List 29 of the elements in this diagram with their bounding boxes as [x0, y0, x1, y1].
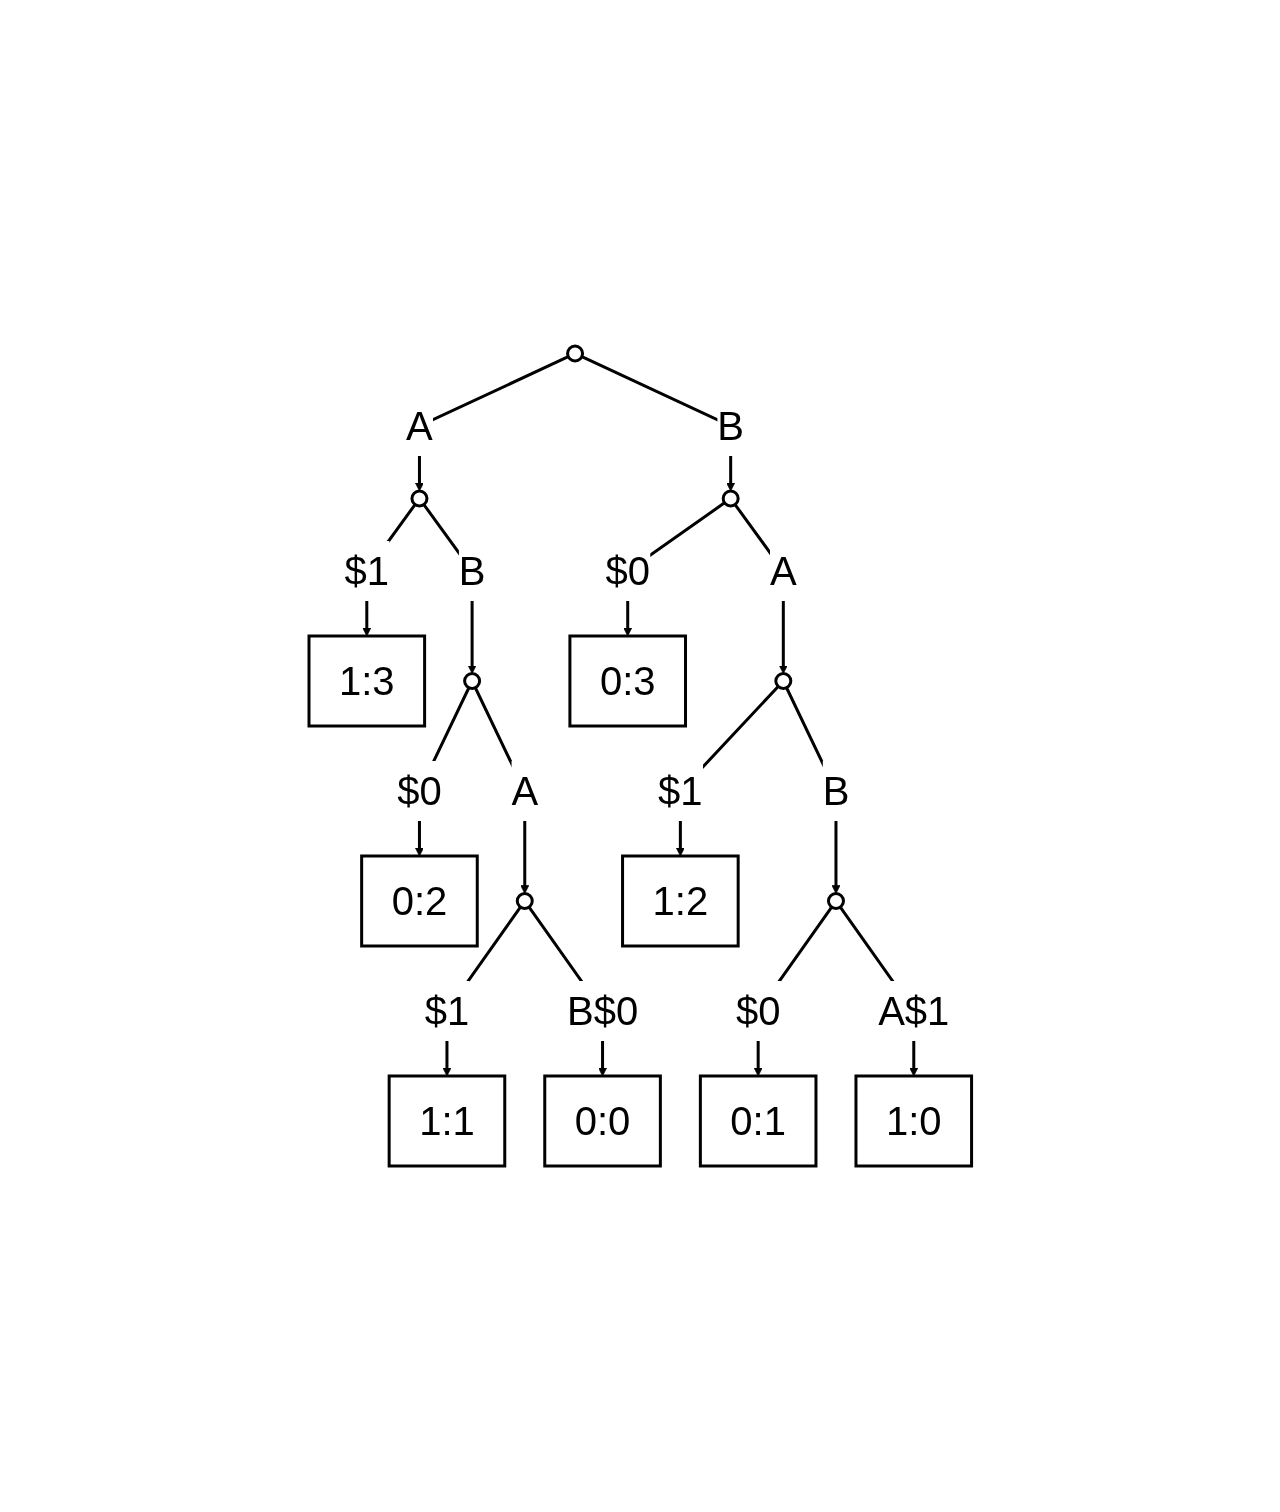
edge-label: B: [458, 549, 486, 593]
node-circle: [826, 892, 845, 910]
node-circle: [774, 672, 792, 690]
node-circle: [721, 489, 740, 508]
edge-label: B: [822, 769, 850, 813]
node-box: 0:1: [698, 1074, 818, 1168]
edge-label: A: [405, 404, 433, 449]
edge-label: $0: [605, 549, 650, 593]
node-box: 0:2: [359, 854, 479, 948]
node-box: 1:1: [387, 1074, 506, 1168]
node-box: 1:0: [854, 1074, 973, 1168]
edge-label: B$0: [566, 989, 638, 1033]
edge-label: A: [769, 549, 797, 593]
node-box: 1:2: [620, 854, 740, 948]
node-circle: [515, 892, 534, 910]
node-box: 0:0: [542, 1074, 662, 1168]
edge-label: $1: [424, 989, 469, 1033]
node-circle: [462, 672, 481, 690]
edge-label: $1: [657, 769, 703, 813]
node-box: 0:3: [568, 634, 687, 728]
edge-label: B: [717, 404, 744, 449]
edge-label: $0: [735, 989, 781, 1033]
edge-label: $1: [344, 549, 389, 593]
edge-label: A: [511, 769, 538, 813]
edge-label: $0: [396, 769, 442, 813]
node-box: 1:3: [307, 634, 426, 728]
node-circle: [410, 489, 429, 508]
edge-label: A$1: [877, 989, 950, 1033]
node-circle: [565, 344, 584, 363]
